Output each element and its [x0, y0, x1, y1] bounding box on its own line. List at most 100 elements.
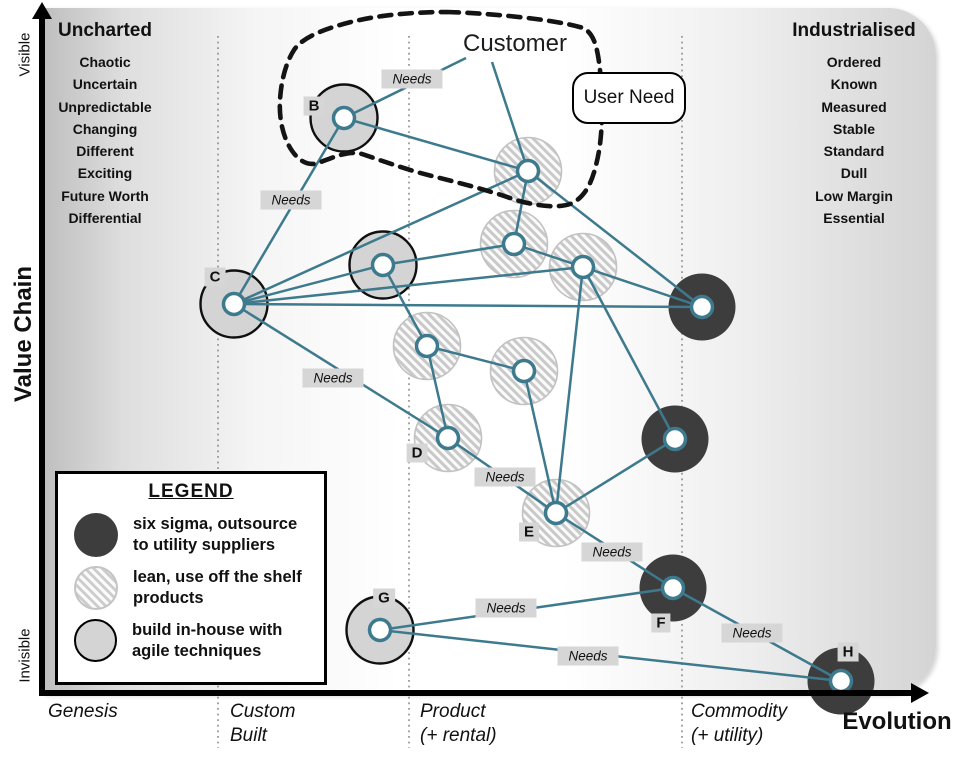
customer-label: Customer: [462, 30, 568, 57]
node-inner-N2: [501, 231, 527, 257]
legend-item-label: six sigma, outsource to utility supplier…: [133, 515, 298, 554]
legend-lean-circle-icon: [74, 566, 118, 610]
industrialised-word: Essential: [823, 210, 885, 227]
node-inner-circles: [221, 105, 854, 694]
legend-title: LEGEND: [148, 481, 234, 502]
edge-N5-E: [522, 370, 558, 514]
user-need-box: User Need: [572, 72, 686, 124]
industrialised-word: Known: [830, 76, 878, 93]
edge-N4-D: [425, 345, 450, 439]
stage-line: Built: [230, 725, 267, 746]
legend-items: six sigma, outsource to utility supplier…: [58, 513, 324, 662]
edge-CU1-B: [343, 56, 467, 120]
stage-label-genesis: Genesis: [48, 700, 118, 724]
edge-N3-DK1: [582, 265, 703, 309]
industrialised-word: Standard: [823, 143, 885, 160]
uncharted-word: Changing: [72, 120, 138, 137]
stage-label-commodity: Commodity (+ utility): [691, 700, 787, 748]
user-need-label: User Need: [583, 87, 675, 108]
legend-inhouse-circle-icon: [74, 619, 117, 662]
edge-N4-N5: [426, 344, 525, 373]
legend-outsource-circle-icon: [74, 513, 118, 557]
edge-N3-E: [554, 266, 585, 514]
node-inner-G: [367, 617, 393, 643]
node-inner-N3: [570, 254, 596, 280]
node-inner-N1: [515, 158, 541, 184]
stage-line: (+ rental): [420, 725, 497, 746]
edge-E-DK2: [555, 437, 676, 515]
y-axis-top-label: Visible: [16, 32, 34, 77]
uncharted-word: Uncertain: [72, 76, 138, 93]
node-inner-E: [543, 500, 569, 526]
legend-item-lean: lean, use off the shelf products: [74, 566, 324, 610]
edge-C-DK1: [233, 302, 703, 309]
edge-A1-N2: [382, 242, 515, 267]
customer-boundary-group: [277, 9, 605, 209]
industrialised-word: Low Margin: [815, 187, 893, 204]
node-inner-DK1: [689, 294, 715, 320]
node-inner-C: [221, 291, 247, 317]
edge-CU2-N1: [490, 61, 530, 172]
stage-gridlines: [217, 36, 683, 748]
edge-C-N1: [233, 169, 529, 306]
industrialised-word: Stable: [832, 120, 875, 137]
uncharted-title: Uncharted: [58, 20, 152, 41]
x-axis-line: [39, 690, 913, 696]
node-inner-N5: [511, 358, 537, 384]
legend-box: LEGEND six sigma, outsource to utility s…: [55, 471, 327, 685]
edge-B-N1: [343, 116, 529, 173]
node-inner-F: [660, 575, 686, 601]
x-axis-arrow-icon: [911, 683, 929, 703]
legend-item-inhouse: build in-house with agile techniques: [74, 619, 324, 662]
edge-C-N3: [233, 265, 584, 306]
stage-line: Commodity: [691, 701, 788, 722]
edge-D-E: [447, 436, 557, 515]
x-axis-title: Evolution: [842, 708, 952, 735]
customer-boundary: [277, 9, 605, 209]
node-inner-DK2: [662, 426, 688, 452]
edge-N1-N2: [512, 170, 530, 245]
uncharted-word: Exciting: [77, 165, 133, 182]
uncharted-word: Differential: [68, 210, 142, 227]
stage-line: (+ utility): [691, 725, 764, 746]
node-inner-A1: [370, 252, 396, 278]
legend-item-label: lean, use off the shelf products: [133, 568, 302, 607]
legend-item-label: build in-house with agile techniques: [132, 620, 283, 660]
stage-label-product: Product (+ rental): [420, 700, 497, 748]
edge-B-C: [232, 117, 346, 305]
industrialised-word: Ordered: [826, 54, 882, 70]
y-axis-arrow-icon: [32, 2, 52, 19]
edge-A1-N4: [381, 264, 429, 347]
stage-line: Custom: [230, 701, 296, 722]
edge-E-F: [555, 511, 674, 590]
stage-label-custom-built: Custom Built: [230, 700, 295, 748]
edge-C-A1: [233, 263, 384, 306]
edge-N1-DK1: [527, 170, 703, 308]
edge-F-H: [672, 586, 842, 683]
y-axis-line: [39, 16, 45, 694]
node-inner-H: [828, 668, 854, 694]
uncharted-word: Unpredictable: [58, 98, 152, 115]
uncharted-word: Chaotic: [79, 54, 131, 70]
node-inner-D: [435, 425, 461, 451]
edge-G-F: [379, 586, 674, 632]
stage-line: Product: [420, 701, 486, 722]
legend-item-outsource: six sigma, outsource to utility supplier…: [74, 513, 324, 557]
uncharted-word: Different: [76, 143, 134, 160]
edge-N3-DK2: [581, 266, 677, 440]
stage-line: Genesis: [48, 701, 118, 722]
industrialised-title: Industrialised: [792, 20, 916, 41]
y-axis-bottom-label: Invisible: [16, 628, 34, 683]
edge-G-H: [379, 628, 842, 683]
industrialised-word: Dull: [840, 165, 868, 182]
node-inner-N4: [414, 333, 440, 359]
uncharted-word: Future Worth: [61, 187, 149, 204]
industrialised-word: Measured: [821, 98, 887, 115]
y-axis-title: Value Chain: [10, 265, 37, 403]
